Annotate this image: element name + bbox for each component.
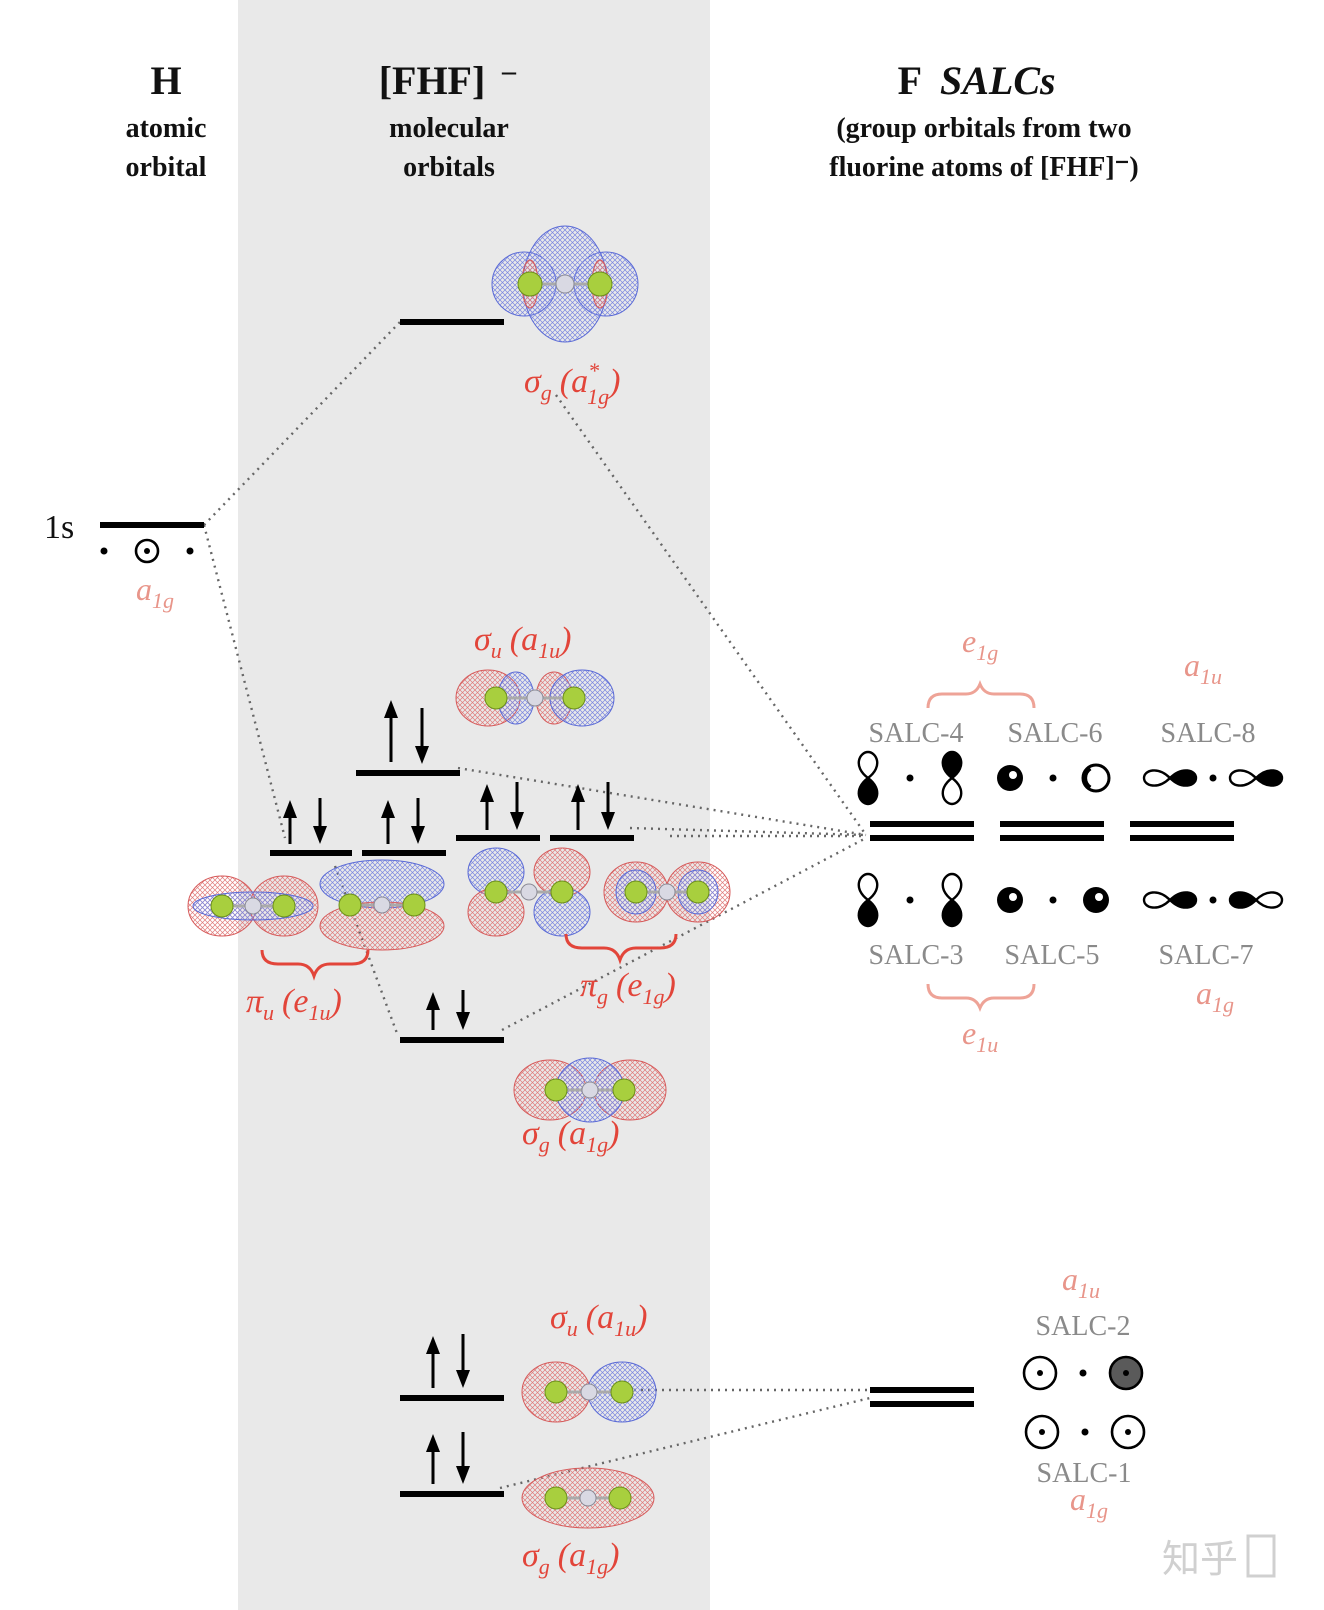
electron-pair-pi-u-2	[381, 798, 425, 844]
salc-5-icon	[997, 887, 1109, 913]
salc-header-sub1: (group orbitals from two	[836, 113, 1131, 144]
salc-5-label: SALC-5	[1005, 940, 1100, 971]
watermark: 知乎	[1162, 1537, 1238, 1581]
electron-pair-pi-g-2	[571, 782, 615, 830]
salc-4-icon	[857, 750, 963, 806]
salc-8-icon	[1142, 769, 1284, 787]
brace-e1g	[926, 679, 1036, 709]
salc-levels-upper	[870, 821, 1234, 841]
salc-8-label: SALC-8	[1161, 718, 1256, 749]
mo-levels	[270, 319, 634, 1497]
orbital-render-pi-g-2	[603, 861, 731, 923]
label-pi-g: πg(e1g)	[580, 967, 676, 1009]
salc-1-icon	[1024, 1414, 1146, 1450]
salc-3-label: SALC-3	[869, 940, 964, 971]
salc-header-title-a: F	[898, 58, 922, 103]
electron-pair-pi-g-1	[480, 782, 524, 830]
salc-sym-a1u-low: a1u	[1062, 1261, 1100, 1303]
electron-pair-sigma-g-mid	[426, 990, 470, 1030]
salc-sym-a1g-low: a1g	[1070, 1481, 1108, 1523]
label-sigma-g-lowest: σg(a1g)	[522, 1537, 619, 1579]
salc-3-icon	[857, 872, 963, 928]
label-sigma-g-mid: σg(a1g)	[522, 1115, 619, 1157]
mo-header-title: [FHF]	[379, 58, 486, 103]
salc-sym-e1u: e1u	[962, 1015, 998, 1057]
orbital-render-pi-u-2	[319, 859, 445, 951]
h-header-title: H	[150, 58, 181, 103]
salc-sym-e1g: e1g	[962, 623, 998, 665]
electron-pairs	[283, 700, 615, 1484]
salc-2-icon	[1022, 1355, 1144, 1391]
mo-header-sub1: molecular	[389, 113, 509, 144]
salc-4-label: SALC-4	[869, 718, 964, 749]
h-header-sub1: atomic	[126, 113, 207, 144]
salc-6-label: SALC-6	[1008, 718, 1103, 749]
mo-header-sub2: orbitals	[403, 152, 495, 183]
orbital-render-sigma-u-upper	[455, 669, 615, 727]
orbital-render-sigma-g-mid	[513, 1057, 667, 1123]
label-sigma-u-lower: σu(a1u)	[550, 1299, 647, 1341]
h-1s-symmetry: a1g	[136, 571, 174, 613]
brace-pi-g	[564, 933, 678, 965]
h-header-sub2: orbital	[126, 152, 207, 183]
orbital-render-sigma-g-lowest	[521, 1467, 655, 1529]
electron-pair-sigma-u-lower	[426, 1334, 470, 1388]
salc-sym-a1g-right: a1g	[1196, 975, 1234, 1017]
orbital-render-sigma-u-lower	[521, 1361, 657, 1423]
h-1s-orbital: 1s a1g	[44, 509, 204, 613]
h-1s-label: 1s	[44, 509, 74, 546]
salc-7-icon	[1142, 891, 1284, 909]
salc-levels-lower	[870, 1387, 974, 1407]
electron-pair-sigma-g-lowest	[426, 1432, 470, 1484]
brace-e1u	[926, 983, 1036, 1013]
orbital-render-pi-g-1	[467, 847, 591, 937]
label-sigma-u-upper: σu(a1u)	[474, 621, 571, 663]
label-pi-u: πu(e1u)	[246, 983, 342, 1025]
electron-pair-sigma-u-upper	[384, 700, 429, 764]
orbital-render-sigma-g-star	[491, 225, 639, 343]
salc-1-label: SALC-1	[1037, 1458, 1132, 1489]
salc-header-title-b: SALCs	[940, 58, 1056, 103]
salc-6-icon	[997, 763, 1111, 793]
salc-2-label: SALC-2	[1036, 1311, 1131, 1342]
watermark-badge	[1246, 1534, 1276, 1578]
electron-pair-pi-u-1	[283, 798, 327, 844]
brace-pi-u	[260, 949, 370, 981]
salc-7-label: SALC-7	[1159, 940, 1254, 971]
orbital-render-pi-u-1	[187, 875, 319, 937]
label-sigma-g-star: σg(a*1g)	[524, 358, 620, 409]
salc-header-sub2: fluorine atoms of [FHF]⁻)	[829, 152, 1139, 183]
mo-header-charge: –	[501, 56, 517, 87]
salc-sym-a1u-top: a1u	[1184, 647, 1222, 689]
